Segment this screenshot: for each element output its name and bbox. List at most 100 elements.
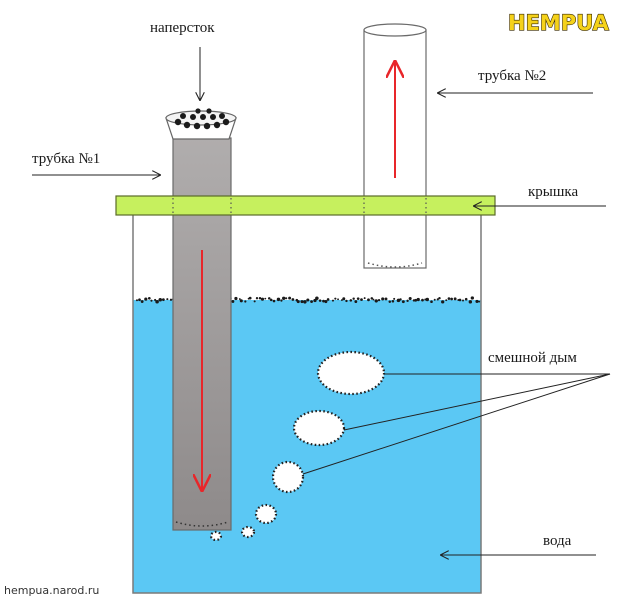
surface-speck <box>445 299 448 302</box>
water-surface <box>135 296 481 304</box>
surface-speck <box>374 299 378 303</box>
surface-speck <box>381 297 385 301</box>
surface-speck <box>356 297 360 300</box>
surface-speck <box>161 298 165 302</box>
surface-speck <box>464 297 468 301</box>
surface-speck <box>169 298 173 301</box>
surface-speck <box>244 300 247 303</box>
surface-speck <box>155 299 159 304</box>
surface-speck <box>393 297 396 300</box>
surface-speck <box>269 298 273 302</box>
surface-speck <box>258 297 262 300</box>
surface-speck <box>313 298 317 303</box>
surface-speck <box>367 298 370 302</box>
surface-speck <box>282 296 286 301</box>
surface-speck <box>234 296 238 301</box>
label-tube-1: трубка №1 <box>32 151 100 167</box>
surface-speck <box>349 299 353 302</box>
surface-speck <box>135 299 138 302</box>
surface-speck <box>425 297 430 302</box>
surface-speck <box>315 296 319 301</box>
surface-speck <box>255 297 259 300</box>
surface-speck <box>450 297 453 301</box>
jar <box>132 212 482 594</box>
surface-speck <box>166 298 169 301</box>
surface-speck <box>396 298 401 303</box>
surface-speck <box>377 298 381 302</box>
surface-speck <box>154 298 157 302</box>
surface-speck <box>138 298 141 302</box>
surface-speck <box>401 300 405 304</box>
surface-speck <box>352 297 355 300</box>
surface-speck <box>372 298 375 301</box>
surface-speck <box>303 300 307 304</box>
surface-speck <box>231 300 235 303</box>
surface-speck <box>260 297 265 301</box>
surface-speck <box>453 297 457 301</box>
surface-speck <box>370 297 374 300</box>
label-tube-2: трубка №2 <box>478 68 546 84</box>
thimble-holes <box>174 108 230 130</box>
surface-speck <box>388 300 392 304</box>
surface-speck <box>421 298 424 302</box>
surface-speck <box>248 296 252 300</box>
label-thimble: наперсток <box>150 20 215 36</box>
surface-speck <box>285 297 288 300</box>
surface-speck <box>326 298 330 301</box>
surface-speck <box>342 297 346 301</box>
surface-speck <box>468 300 473 304</box>
surface-speck <box>436 298 439 301</box>
surface-speck <box>384 297 388 301</box>
surface-speck <box>406 299 409 302</box>
surface-speck <box>272 299 276 303</box>
surface-speck <box>430 300 433 304</box>
tube-2-top <box>363 23 427 37</box>
surface-speck <box>238 298 241 300</box>
surface-speck <box>239 299 243 303</box>
logo: HEMPUA <box>508 11 610 35</box>
smoke-pointer-lines <box>302 373 611 475</box>
surface-speck <box>253 300 256 303</box>
surface-speck <box>363 297 366 300</box>
surface-speck <box>433 298 436 301</box>
surface-speck <box>399 298 402 301</box>
surface-speck <box>140 300 144 303</box>
surface-speck <box>331 299 335 302</box>
surface-speck <box>300 300 304 304</box>
surface-speck <box>296 300 300 304</box>
surface-speck <box>470 296 474 300</box>
surface-speck <box>158 298 163 302</box>
surface-speck <box>280 299 283 302</box>
surface-speck <box>354 300 358 303</box>
surface-speck <box>306 298 310 302</box>
surface-speck <box>475 299 479 303</box>
surface-speck <box>414 298 418 302</box>
label-smoke: смешной дым <box>488 350 577 366</box>
surface-speck <box>408 296 412 301</box>
surface-speck <box>391 299 395 303</box>
surface-speck <box>337 298 339 301</box>
surface-speck <box>324 299 328 304</box>
surface-speck <box>322 299 325 303</box>
tube-2-bottom <box>367 262 423 268</box>
surface-speck <box>264 297 267 300</box>
site-url: hempua.narod.ru <box>4 584 99 597</box>
surface-speck <box>458 298 462 302</box>
smoke-bubbles <box>209 350 386 542</box>
surface-speck <box>438 296 441 300</box>
surface-speck <box>150 299 153 302</box>
surface-speck <box>416 297 420 302</box>
surface-speck <box>340 299 343 301</box>
label-water: вода <box>543 533 572 549</box>
surface-speck <box>288 296 292 300</box>
surface-speck <box>267 297 271 300</box>
surface-speck <box>291 298 295 301</box>
surface-speck <box>334 297 337 300</box>
surface-speck <box>345 299 348 303</box>
surface-speck <box>318 299 322 302</box>
surface-speck <box>478 300 481 303</box>
surface-speck <box>144 297 148 301</box>
surface-speck <box>360 298 363 301</box>
surface-speck <box>462 299 464 302</box>
